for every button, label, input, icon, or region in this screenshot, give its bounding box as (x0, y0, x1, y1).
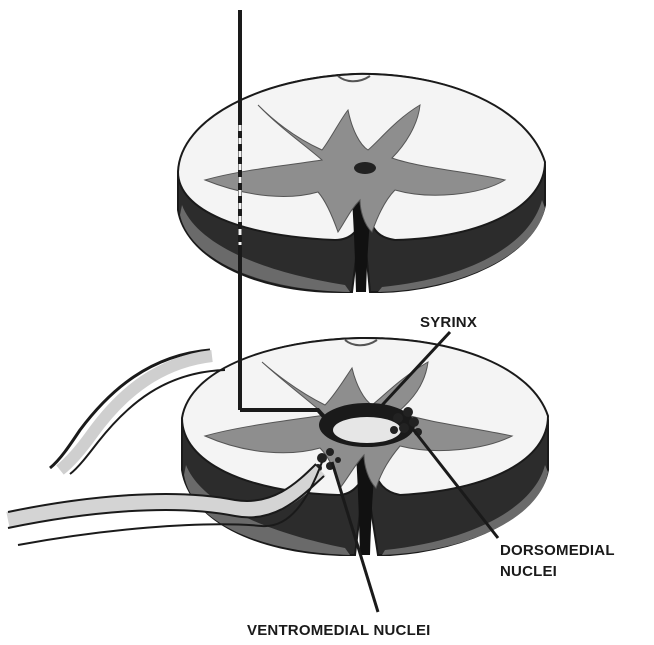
syrinx-label: SYRINX (420, 314, 477, 331)
lower-cord-segment (182, 338, 548, 555)
upper-cord-segment (178, 74, 545, 292)
dorsomedial-label-line2: NUCLEI (500, 563, 557, 580)
upper-cord-central-canal (354, 162, 376, 174)
ventromedial-label: VENTROMEDIAL NUCLEI (247, 622, 431, 639)
dorsomedial-label-line1: DORSOMEDIAL (500, 542, 615, 559)
